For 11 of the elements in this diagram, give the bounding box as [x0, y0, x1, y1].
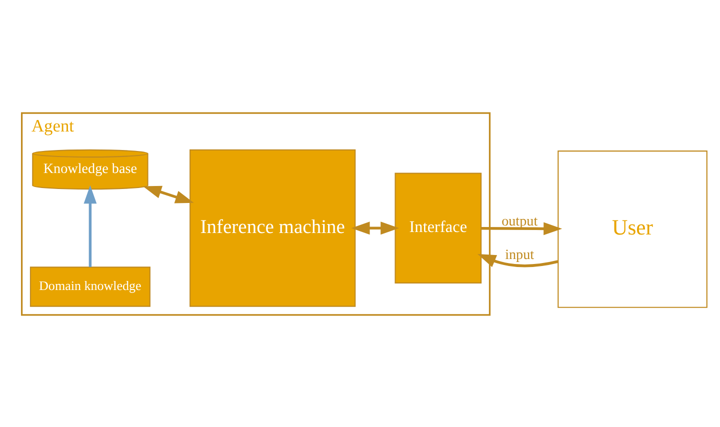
node-box: Inference machine	[190, 148, 356, 306]
arrow	[351, 221, 400, 234]
arrow	[481, 222, 562, 235]
edge-label: input	[505, 246, 534, 262]
arrow	[478, 253, 558, 267]
node-box: User	[558, 150, 708, 308]
node-box: Interface	[394, 172, 482, 283]
edge-label: output	[502, 212, 538, 229]
arrow	[142, 185, 194, 203]
node-box: Domain knowledge	[30, 266, 150, 306]
arrow	[84, 184, 97, 267]
